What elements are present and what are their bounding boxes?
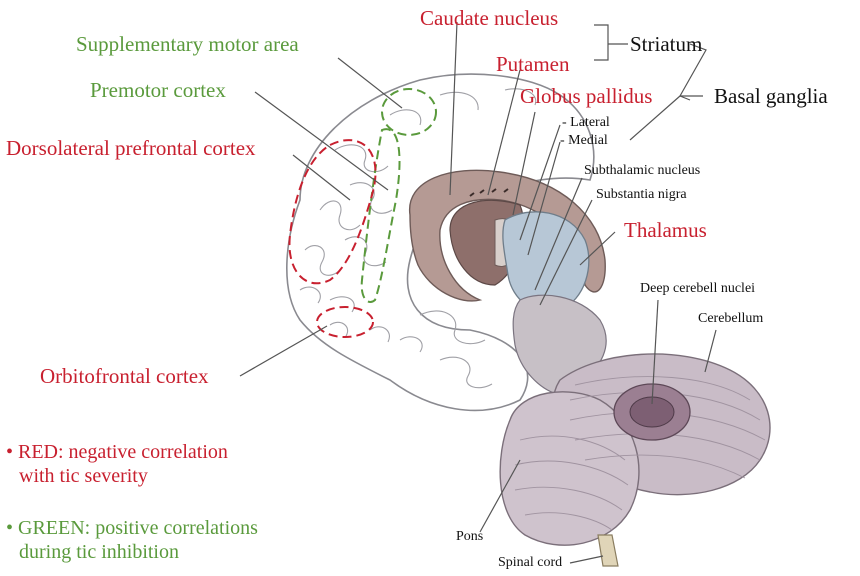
label-basal-ganglia: Basal ganglia [714,86,828,107]
legend-red-line-1: • RED: negative correlation [6,440,228,464]
spinal-cord-structure [598,535,618,566]
label-thalamus: Thalamus [624,220,707,241]
label-substantia-nigra: Substantia nigra [596,188,687,202]
label-deep-cerebellar-nuclei: Deep cerebell nuclei [640,282,755,296]
label-putamen: Putamen [496,54,570,75]
label-pons: Pons [456,530,483,544]
legend-green-line-2: during tic inhibition [6,540,258,564]
label-lateral: - Lateral [562,116,610,130]
legend-green: • GREEN: positive correlations during ti… [6,516,258,564]
label-cerebellum: Cerebellum [698,312,763,326]
legend-red-line-2: with tic severity [6,464,228,488]
label-supplementary-motor-area: Supplementary motor area [76,34,299,55]
label-dorsolateral-prefrontal-cortex: Dorsolateral prefrontal cortex [6,138,256,159]
label-medial: - Medial [560,134,608,148]
label-globus-pallidus: Globus pallidus [520,86,652,107]
label-caudate-nucleus: Caudate nucleus [420,8,558,29]
label-orbitofrontal-cortex: Orbitofrontal cortex [40,366,209,387]
label-premotor-cortex: Premotor cortex [90,80,226,101]
label-spinal-cord: Spinal cord [498,556,562,570]
legend-red: • RED: negative correlation with tic sev… [6,440,228,488]
label-striatum: Striatum [630,34,702,55]
legend-green-line-1: • GREEN: positive correlations [6,516,258,540]
label-subthalamic-nucleus: Subthalamic nucleus [584,164,700,178]
